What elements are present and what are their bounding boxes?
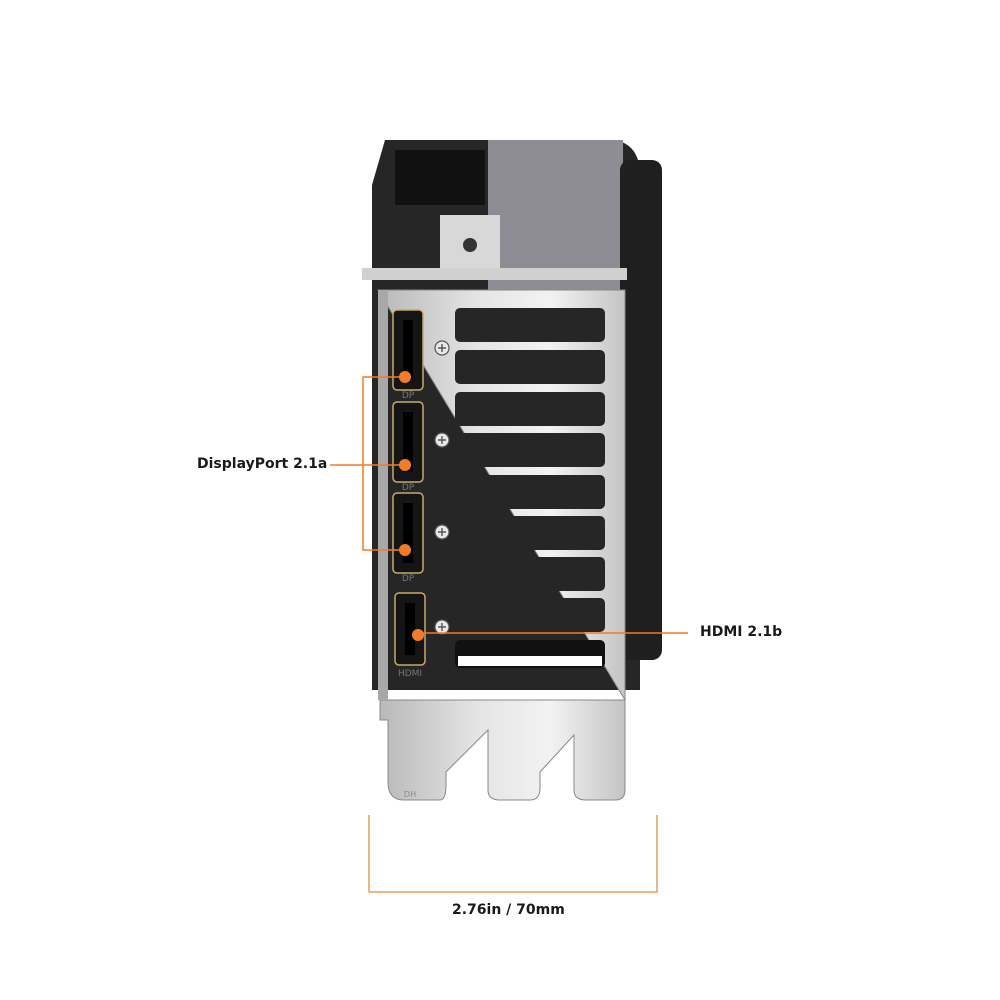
screw-icons [434, 340, 450, 635]
callout-dot [399, 544, 411, 556]
dh-marking: DH [404, 790, 416, 799]
vent-slot [455, 516, 605, 550]
vent-slots [455, 308, 605, 668]
hdmi-label: HDMI 2.1b [700, 624, 783, 640]
callout-dot [399, 371, 411, 383]
vent-slot [455, 475, 605, 509]
vent-slot [455, 598, 605, 632]
dp-marking-3: DP [402, 574, 415, 584]
width-dimension-label: 2.76in / 70mm [452, 902, 565, 918]
vent-slot [455, 557, 605, 591]
vent-slot [455, 392, 605, 426]
vent-slot [455, 350, 605, 384]
width-dimension-line [368, 815, 658, 893]
vent-slot [455, 308, 605, 342]
dp-marking-1: DP [402, 391, 415, 401]
callout-dots [399, 371, 424, 641]
displayport-label: DisplayPort 2.1a [197, 456, 328, 472]
callout-dot [412, 629, 424, 641]
vent-slot [455, 433, 605, 467]
ports [392, 309, 426, 666]
hdmi-marking: HDMI [398, 669, 422, 679]
displayport-callout-lines [330, 376, 405, 551]
callout-dot [399, 459, 411, 471]
dp-marking-2: DP [402, 483, 415, 493]
fan-side [620, 160, 662, 660]
